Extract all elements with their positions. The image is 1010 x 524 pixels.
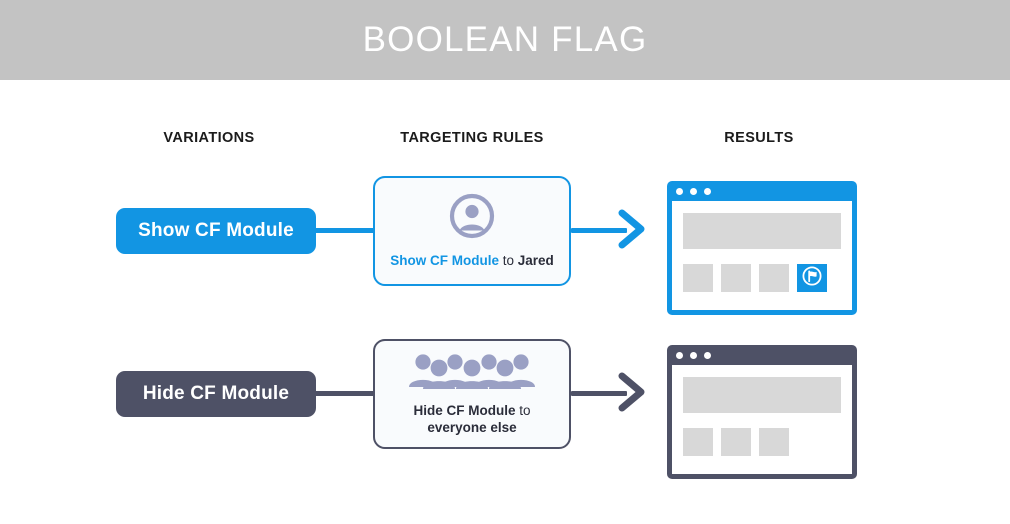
cf-module-flag-icon [801, 265, 823, 292]
content-placeholder-block [683, 377, 841, 413]
targeting-rule-text-row-2: Hide CF Module to everyone else [405, 402, 538, 436]
rule-audience-name: everyone else [427, 419, 517, 435]
window-dot-icon [690, 187, 697, 195]
flag-diagram: VARIATIONS TARGETING RULES RESULTS Show … [0, 80, 1010, 524]
variation-pill-hide-cf-module[interactable]: Hide CF Module [116, 371, 316, 417]
page-title: BOOLEAN FLAG [362, 20, 648, 59]
result-window-show-cf-module[interactable] [667, 181, 857, 315]
content-tile-row [683, 264, 841, 292]
variation-pill-show-cf-module[interactable]: Show CF Module [116, 208, 316, 254]
rule-audience-name: Jared [517, 253, 554, 268]
rule-connector-word: to [515, 402, 531, 418]
connector-line-variation-to-rule-row-1 [310, 228, 374, 233]
crowd-of-people-icon [405, 353, 539, 394]
result-window-hide-cf-module[interactable] [667, 345, 857, 479]
targeting-rule-card-hide-cf-module[interactable]: Hide CF Module to everyone else [373, 339, 571, 449]
content-tile [683, 428, 713, 456]
targeting-rule-text-row-1: Show CF Module to Jared [382, 252, 562, 269]
content-tile-row [683, 428, 841, 456]
browser-content-row-2 [672, 365, 852, 474]
content-tile [683, 264, 713, 292]
targeting-rule-card-show-cf-module[interactable]: Show CF Module to Jared [373, 176, 571, 286]
window-dot-icon [676, 187, 683, 195]
content-tile [759, 428, 789, 456]
content-placeholder-block [683, 213, 841, 249]
browser-titlebar-row-1 [667, 181, 857, 201]
content-tile [721, 264, 751, 292]
content-tile [721, 428, 751, 456]
browser-titlebar-row-2 [667, 345, 857, 365]
column-heading-variations: VARIATIONS [163, 130, 255, 146]
cf-module-tile[interactable] [797, 264, 827, 292]
column-heading-targeting-rules: TARGETING RULES [400, 130, 544, 146]
connector-line-rule-to-result-row-2 [571, 391, 627, 396]
window-dot-icon [676, 351, 683, 359]
arrow-right-icon-row-2 [617, 371, 647, 418]
column-heading-results: RESULTS [724, 130, 794, 146]
rule-connector-word: to [498, 253, 518, 268]
variation-pill-label: Hide CF Module [142, 383, 290, 404]
rule-flag-name: Show CF Module [390, 253, 499, 268]
single-person-icon [449, 193, 495, 244]
page-header: BOOLEAN FLAG [0, 0, 1010, 80]
content-tile [759, 264, 789, 292]
connector-line-rule-to-result-row-1 [571, 228, 627, 233]
arrow-right-icon-row-1 [617, 208, 647, 255]
variation-pill-label: Show CF Module [138, 220, 294, 241]
browser-content-row-1 [672, 201, 852, 310]
window-dot-icon [690, 351, 697, 359]
window-dot-icon [704, 187, 711, 195]
window-dot-icon [704, 351, 711, 359]
connector-line-variation-to-rule-row-2 [310, 391, 374, 396]
rule-flag-name: Hide CF Module [413, 402, 516, 418]
